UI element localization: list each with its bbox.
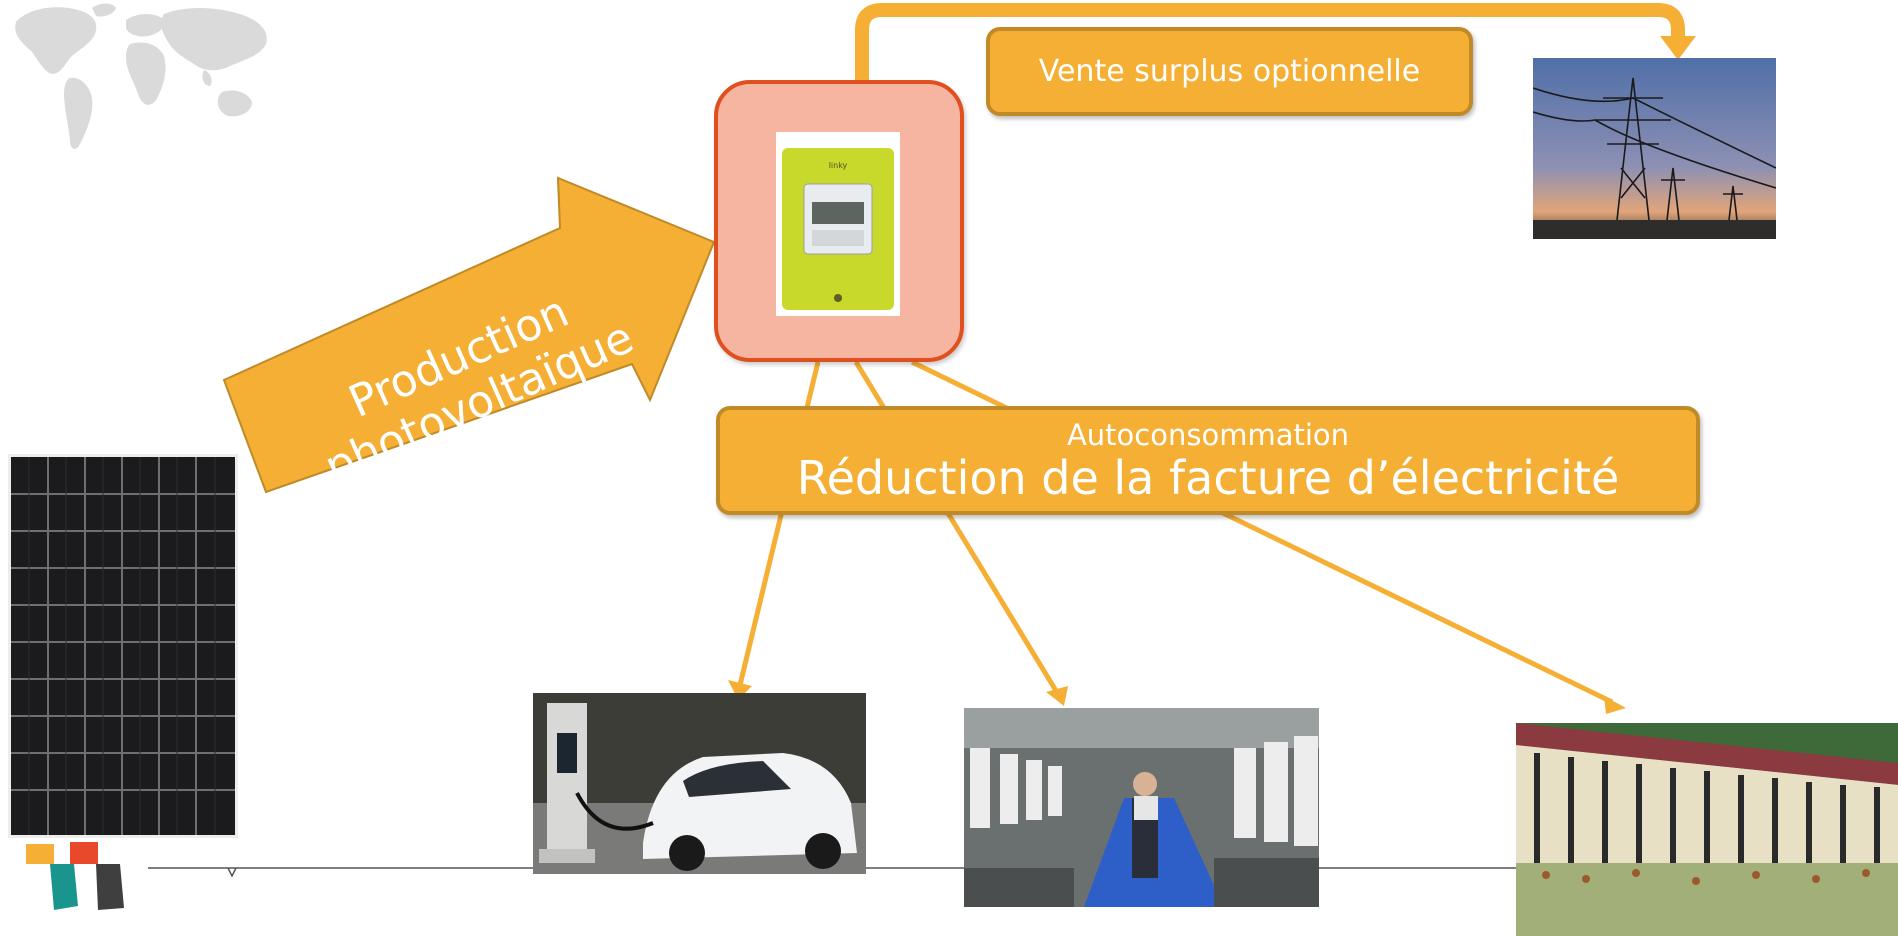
autoconsommation-label: Autoconsommation bbox=[1066, 417, 1350, 452]
solar-panel-image bbox=[8, 454, 238, 838]
poultry-farm-image bbox=[1516, 723, 1898, 936]
reduction-facture-label: Réduction de la facture d’électricité bbox=[796, 450, 1620, 505]
vente-surplus-label: Vente surplus optionnelle bbox=[1038, 54, 1421, 89]
meter-box: linky bbox=[714, 80, 964, 362]
solar-panel-cells bbox=[11, 457, 235, 835]
autoconsommation-box: Autoconsommation Réduction de la facture… bbox=[716, 406, 1700, 515]
production-arrow: Production photovoltaïque bbox=[222, 176, 716, 493]
electric-car-image bbox=[533, 693, 866, 874]
vente-arrowhead bbox=[1660, 36, 1696, 60]
world-map-icon bbox=[15, 3, 267, 149]
vente-flow-line bbox=[855, 3, 1685, 80]
milking-arrowhead bbox=[1046, 686, 1068, 706]
power-pylons-image bbox=[1533, 58, 1776, 239]
company-logo-icon bbox=[26, 842, 124, 910]
timeline-notch bbox=[227, 867, 237, 878]
svg-text:linky: linky bbox=[829, 161, 848, 170]
vente-surplus-box: Vente surplus optionnelle bbox=[986, 27, 1473, 116]
ev-arrowhead bbox=[728, 680, 752, 700]
milking-parlor-image bbox=[964, 708, 1319, 907]
meter-image: linky bbox=[776, 132, 900, 316]
poultry-arrowhead bbox=[1604, 696, 1626, 714]
